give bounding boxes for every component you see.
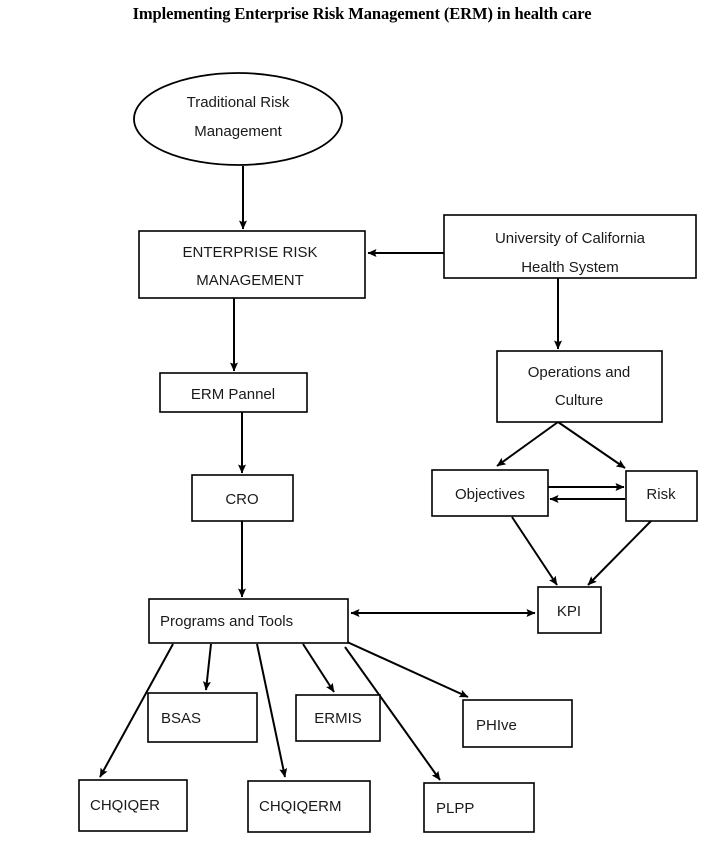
node-kpi[interactable]: KPI [537, 586, 602, 634]
node-label-erm-pannel: ERM Pannel [191, 386, 275, 403]
node-plpp[interactable]: PLPP [423, 782, 535, 833]
node-programs-and-tools[interactable]: Programs and Tools [148, 598, 349, 644]
node-label-phive: PHIve [476, 717, 517, 734]
edge-programs-to-bsas [202, 643, 212, 691]
node-label-uc-line1: University of California [495, 230, 646, 247]
edge-programs-to-ermis [302, 643, 335, 693]
node-label-kpi: KPI [557, 603, 581, 620]
node-label-traditional-line2: Management [194, 123, 282, 140]
edge-objectives-to-kpi [511, 516, 558, 586]
edge-programs-to-phive [344, 640, 469, 698]
node-erm-pannel[interactable]: ERM Pannel [159, 372, 308, 413]
node-phive[interactable]: PHIve [462, 699, 573, 748]
edge-risk-to-kpi [587, 520, 652, 586]
node-label-uc-line2: Health System [521, 259, 619, 276]
node-label-cro: CRO [225, 491, 258, 508]
node-label-bsas: BSAS [161, 710, 201, 727]
node-uc-health-system[interactable]: University of California Health System [443, 214, 697, 279]
node-label-chqiqerm: CHQIQERM [259, 798, 342, 815]
node-label-traditional-line1: Traditional Risk [187, 94, 290, 111]
node-objectives[interactable]: Objectives [431, 469, 549, 517]
page-title: Implementing Enterprise Risk Management … [132, 4, 592, 23]
node-label-operations-line2: Culture [555, 392, 603, 409]
edge-programs-to-chqiqerm [256, 643, 288, 778]
edge-programs-to-chqiqer [99, 643, 174, 778]
node-operations-and-culture[interactable]: Operations and Culture [496, 350, 663, 423]
node-bsas[interactable]: BSAS [147, 692, 258, 743]
node-label-programs-and-tools: Programs and Tools [160, 613, 293, 630]
node-cro[interactable]: CRO [191, 474, 294, 522]
edge-operations-to-risk [557, 421, 626, 469]
node-chqiqerm[interactable]: CHQIQERM [247, 780, 371, 833]
node-enterprise-risk-management[interactable]: ENTERPRISE RISK MANAGEMENT [138, 230, 366, 299]
node-label-erm-line2: MANAGEMENT [196, 272, 304, 289]
edge-operations-to-objectives [496, 421, 559, 467]
node-ermis[interactable]: ERMIS [295, 694, 381, 742]
node-traditional-risk-management[interactable]: Traditional Risk Management [133, 72, 343, 166]
node-label-objectives: Objectives [455, 486, 525, 503]
node-chqiqer[interactable]: CHQIQER [78, 779, 188, 832]
node-label-operations-line1: Operations and [528, 364, 631, 381]
node-label-chqiqer: CHQIQER [90, 797, 160, 814]
node-label-ermis: ERMIS [314, 710, 362, 727]
edges-layer [99, 166, 652, 781]
node-risk[interactable]: Risk [625, 470, 698, 522]
node-label-erm-line1: ENTERPRISE RISK [182, 244, 317, 261]
node-label-plpp: PLPP [436, 800, 474, 817]
edge-programs-to-plpp [344, 646, 441, 781]
node-label-risk: Risk [646, 486, 676, 503]
